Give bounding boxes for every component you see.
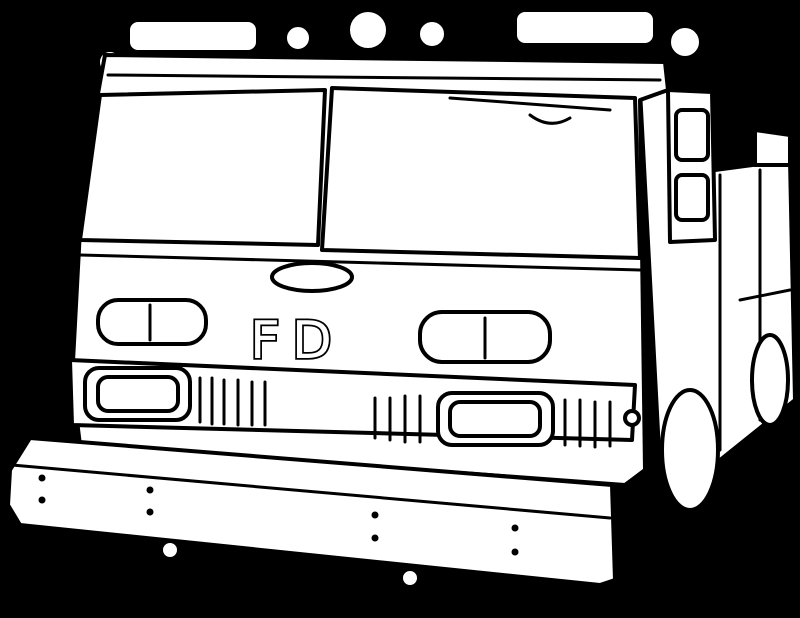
front-wheel — [660, 388, 720, 512]
beacon-small — [283, 23, 313, 53]
side-mirror — [666, 88, 717, 244]
beacon-left — [126, 18, 260, 54]
marker-lights — [96, 298, 552, 364]
roof-light-bar — [96, 8, 703, 76]
grille-band — [68, 358, 641, 449]
beacon-right — [513, 8, 657, 47]
rear-wheel — [750, 333, 790, 427]
front-bumper — [6, 436, 617, 589]
windshield-left — [78, 88, 327, 247]
beacon-center — [346, 8, 390, 52]
emblem-oval — [270, 261, 354, 293]
windshield-right — [320, 86, 642, 260]
marker-light-left — [96, 298, 208, 346]
fd-lettering: FD — [250, 311, 344, 371]
beacon-small — [416, 18, 448, 50]
